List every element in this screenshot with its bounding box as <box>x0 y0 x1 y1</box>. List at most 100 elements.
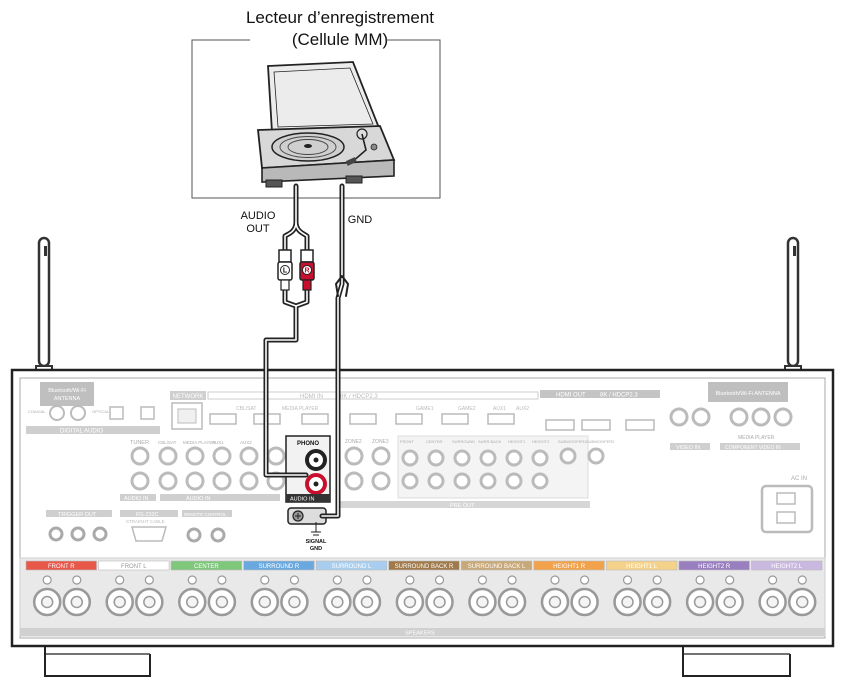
speaker-terminal-core <box>476 595 489 609</box>
speaker-terminal-core <box>331 595 344 609</box>
speaker-group-header <box>606 560 678 571</box>
speaker-group-header <box>25 560 97 571</box>
svg-text:AUX1: AUX1 <box>493 406 506 412</box>
digital-audio-section: COAXIAL OPTICAL DIGITAL AUDIO <box>26 405 160 435</box>
control-ports: TRIGGER OUT RS-232C STRAIGHT CABLE REMOT… <box>46 510 232 543</box>
ac-in-label: AC IN <box>791 476 807 482</box>
svg-text:CBL/SAT: CBL/SAT <box>158 440 177 445</box>
speaker-terminal-core <box>113 595 126 609</box>
speaker-group-header <box>460 560 533 571</box>
rca-plug-right: R <box>299 249 315 291</box>
svg-text:RS-232C: RS-232C <box>136 512 159 518</box>
speaker-terminal-core <box>766 595 779 609</box>
speaker-terminal-core <box>723 595 736 609</box>
minus-icon <box>580 575 590 585</box>
speaker-group-header <box>533 560 605 571</box>
audio-in-label: AUDIO IN <box>186 496 210 502</box>
turntable-icon <box>257 61 396 188</box>
speaker-terminal-core <box>621 595 634 609</box>
minus-icon <box>725 575 735 585</box>
plus-icon <box>550 575 560 585</box>
svg-text:COAXIAL: COAXIAL <box>28 409 46 414</box>
audio-cable <box>263 183 310 478</box>
speaker-terminal-core <box>143 595 156 609</box>
ac-inlet <box>760 484 814 534</box>
device-title-line2: (Cellule MM) <box>291 30 389 49</box>
minus-icon <box>217 575 227 585</box>
hdmi-in-label: HDMI IN <box>300 394 323 400</box>
speaker-terminal-core <box>548 595 562 609</box>
antenna-left-label-1: Bluetooth/Wi-Fi <box>48 388 86 394</box>
plus-icon <box>768 575 778 585</box>
svg-text:TUNER: TUNER <box>130 440 149 446</box>
svg-text:OPTICAL: OPTICAL <box>92 409 110 414</box>
speaker-group-header <box>98 560 170 571</box>
svg-text:AUX2: AUX2 <box>516 406 529 412</box>
svg-text:GAME1: GAME1 <box>416 406 434 412</box>
minus-icon <box>72 575 82 585</box>
svg-text:FRONT: FRONT <box>400 439 414 444</box>
pre-out-section: FRONT CENTER SURROUND SURR.BACK HEIGHT1 … <box>340 435 615 509</box>
phono-input[interactable]: PHONO AUDIO IN <box>285 435 331 503</box>
speaker-terminal-core <box>40 595 54 609</box>
device-frame <box>191 39 441 199</box>
svg-text:MEDIA PLAYER: MEDIA PLAYER <box>183 440 216 445</box>
svg-text:GAME2: GAME2 <box>458 406 476 412</box>
svg-text:MEDIA PLAYER: MEDIA PLAYER <box>282 406 319 412</box>
speaker-group-label: HEIGHT1 R <box>553 564 586 570</box>
minus-icon <box>507 575 517 585</box>
svg-text:ZONE2: ZONE2 <box>345 439 362 445</box>
minus-icon <box>144 575 154 585</box>
speaker-group-label: HEIGHT2 R <box>698 564 731 570</box>
signal-gnd-terminal[interactable]: SIGNAL GND <box>287 507 327 552</box>
speaker-group-label: HEIGHT2 L <box>771 564 803 570</box>
minus-icon <box>362 575 372 585</box>
phono-audio-in-label: AUDIO IN <box>290 497 314 503</box>
speaker-group-label: SURROUND L <box>332 564 372 570</box>
signal-gnd-label-2: GND <box>310 546 322 552</box>
speaker-group-label: HEIGHT1 L <box>626 564 658 570</box>
svg-text:L: L <box>283 268 288 275</box>
plus-icon <box>115 575 125 585</box>
hdmi-out-spec: 8K / HDCP2.3 <box>600 393 638 399</box>
minus-icon <box>289 575 300 585</box>
plus-icon <box>477 575 488 585</box>
speaker-group-label: SURROUND BACK L <box>468 564 526 570</box>
network-label: NETWORK <box>173 394 204 400</box>
antenna-left-label-2: ANTENNA <box>54 396 81 402</box>
audio-in-label-tuner: AUDIO IN <box>124 496 148 502</box>
svg-text:REMOTE CONTROL: REMOTE CONTROL <box>184 512 227 517</box>
plus-icon <box>695 575 705 585</box>
digital-audio-label: DIGITAL AUDIO <box>60 429 103 435</box>
speaker-terminal-core <box>650 595 664 609</box>
svg-text:SUBWOOFER1: SUBWOOFER1 <box>558 439 587 444</box>
svg-text:HEIGHT1: HEIGHT1 <box>508 439 526 444</box>
antenna-right-icon <box>784 236 802 391</box>
svg-text:ZONE3: ZONE3 <box>372 439 389 445</box>
hdmi-out-label: HDMI OUT <box>556 393 586 399</box>
rca-plug-left: L <box>277 249 293 291</box>
svg-text:SURROUND: SURROUND <box>452 439 475 444</box>
speaker-group-label: FRONT R <box>48 564 75 570</box>
video-inputs: VIDEO IN MEDIA PLAYER COMPONENT VIDEO IN <box>669 407 800 451</box>
speaker-terminal-core <box>505 595 519 609</box>
speaker-group-header <box>751 560 823 571</box>
plus-icon <box>42 575 52 585</box>
minus-icon <box>434 575 445 585</box>
minus-icon <box>652 575 662 585</box>
hdmi-in-spec: 8K / HDCP2.3 <box>340 394 378 400</box>
speaker-group-header <box>315 560 388 571</box>
antenna-left-icon <box>35 236 53 391</box>
plus-icon <box>332 575 342 585</box>
speaker-group-label: FRONT L <box>121 564 147 570</box>
svg-text:AUX2: AUX2 <box>240 440 252 445</box>
speaker-group-label: CENTER <box>194 564 219 570</box>
svg-text:SURR.BACK: SURR.BACK <box>478 439 502 444</box>
speaker-terminal-core <box>795 595 809 609</box>
speaker-group-header <box>678 560 750 571</box>
plus-icon <box>622 575 633 585</box>
pre-out-label: PRE OUT <box>450 503 475 509</box>
speaker-terminal-core <box>288 595 301 609</box>
video-in-label: VIDEO IN <box>676 445 700 451</box>
